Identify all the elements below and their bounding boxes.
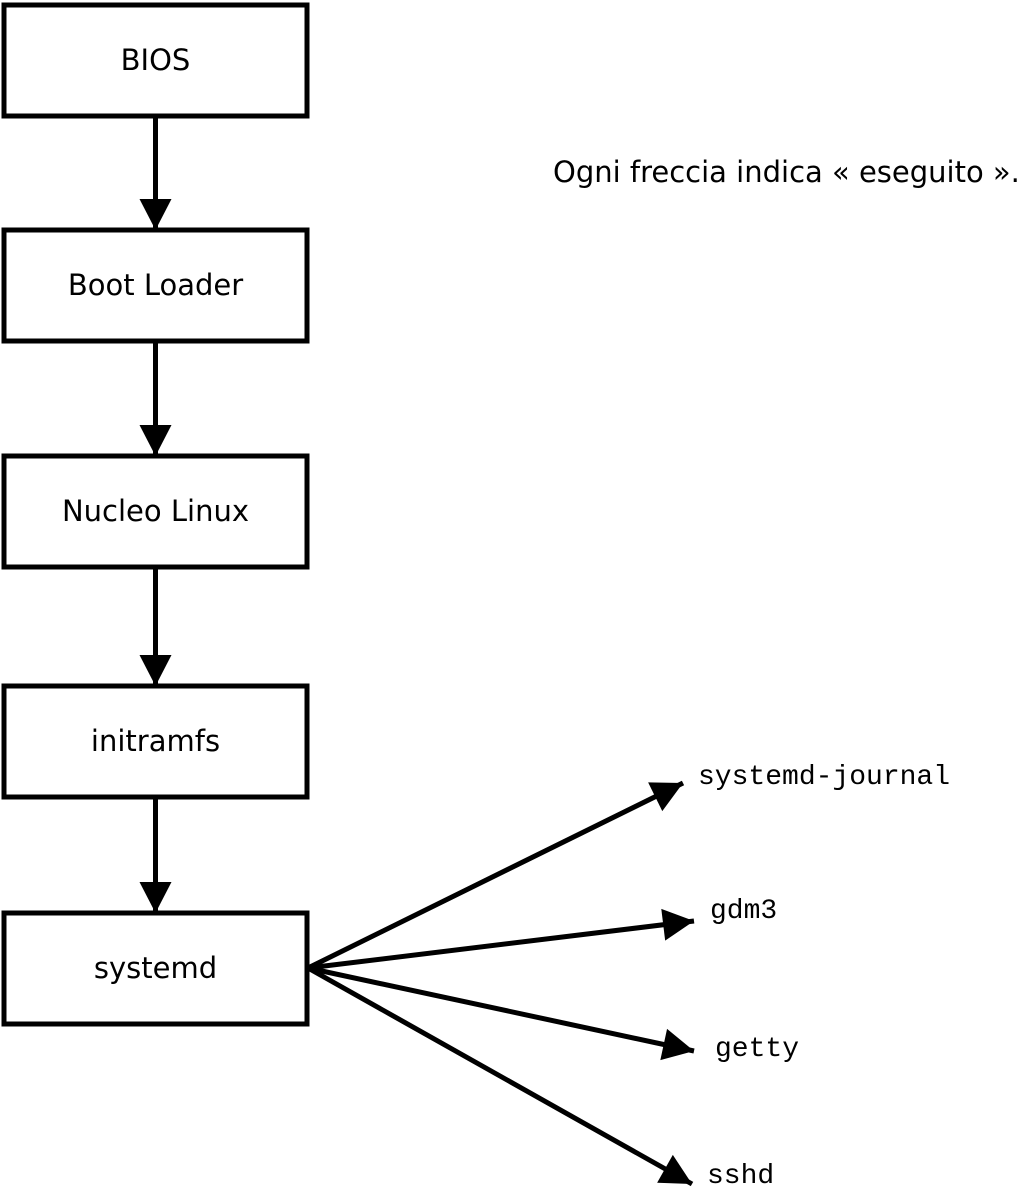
arrow-systemd-to-getty — [307, 965, 695, 1061]
box-bootloader-label: Boot Loader — [68, 268, 243, 302]
box-bios: BIOS — [1, 2, 310, 119]
box-bios-label: BIOS — [121, 43, 191, 77]
box-bios-rect — [1, 2, 310, 119]
box-kernel: Nucleo Linux — [1, 453, 310, 570]
arrow-systemd-to-gdm3 — [307, 908, 695, 971]
box-systemd-label: systemd — [94, 951, 217, 985]
box-bootloader-rect — [1, 227, 310, 344]
box-bootloader: Boot Loader — [1, 227, 310, 344]
service-label-sshd: sshd — [707, 1161, 774, 1192]
service-label-systemd-journal: systemd-journal — [698, 762, 950, 793]
service-label-getty: getty — [715, 1034, 799, 1065]
arrow-systemd-to-systemd-journal — [306, 780, 685, 971]
box-kernel-label: Nucleo Linux — [62, 494, 249, 528]
note-text: Ogni freccia indica « eseguito ». — [553, 155, 1020, 189]
arrow-systemd-to-sshd — [306, 965, 694, 1187]
box-initramfs: initramfs — [1, 683, 310, 800]
service-label-gdm3: gdm3 — [710, 896, 777, 927]
box-initramfs-label: initramfs — [91, 724, 220, 758]
box-systemd: systemd — [1, 910, 310, 1027]
box-systemd-rect — [1, 910, 310, 1027]
box-initramfs-rect — [1, 683, 310, 800]
